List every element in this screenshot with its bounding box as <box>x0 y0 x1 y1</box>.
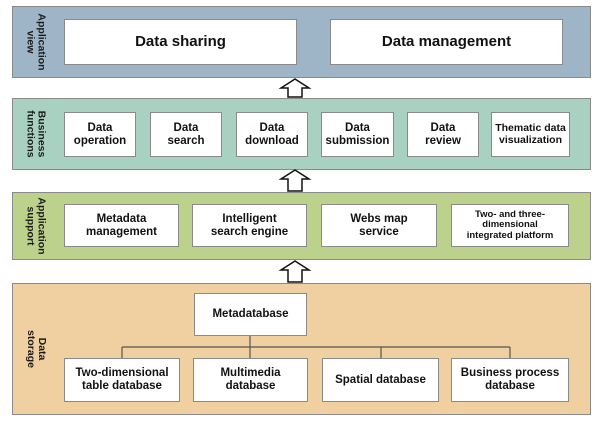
up-arrow-icon <box>278 169 312 192</box>
integrated-platform-box: Two- and three-dimensional integrated pl… <box>451 204 569 247</box>
up-arrow-icon <box>278 78 312 98</box>
data-submission-box: Data submission <box>321 112 394 157</box>
spatial-database-box: Spatial database <box>322 358 439 402</box>
multimedia-database-box: Multimedia database <box>193 358 308 402</box>
two-dimensional-table-database-box: Two-dimensional table database <box>64 358 180 402</box>
up-arrow-icon <box>278 260 312 283</box>
business-process-database-box: Business process database <box>451 358 569 402</box>
metadatabase-box: Metadatabase <box>194 293 307 336</box>
data-sharing-box: Data sharing <box>64 19 297 65</box>
metadata-management-box: Metadata management <box>64 204 179 247</box>
intelligent-search-engine-box: Intelligent search engine <box>192 204 307 247</box>
data-operation-box: Data operation <box>64 112 136 157</box>
data-review-box: Data review <box>407 112 479 157</box>
webs-map-service-box: Webs map service <box>321 204 437 247</box>
thematic-data-visualization-box: Thematic data visualization <box>491 112 570 157</box>
data-download-box: Data download <box>236 112 308 157</box>
data-search-box: Data search <box>150 112 222 157</box>
data-management-box: Data management <box>330 19 563 65</box>
